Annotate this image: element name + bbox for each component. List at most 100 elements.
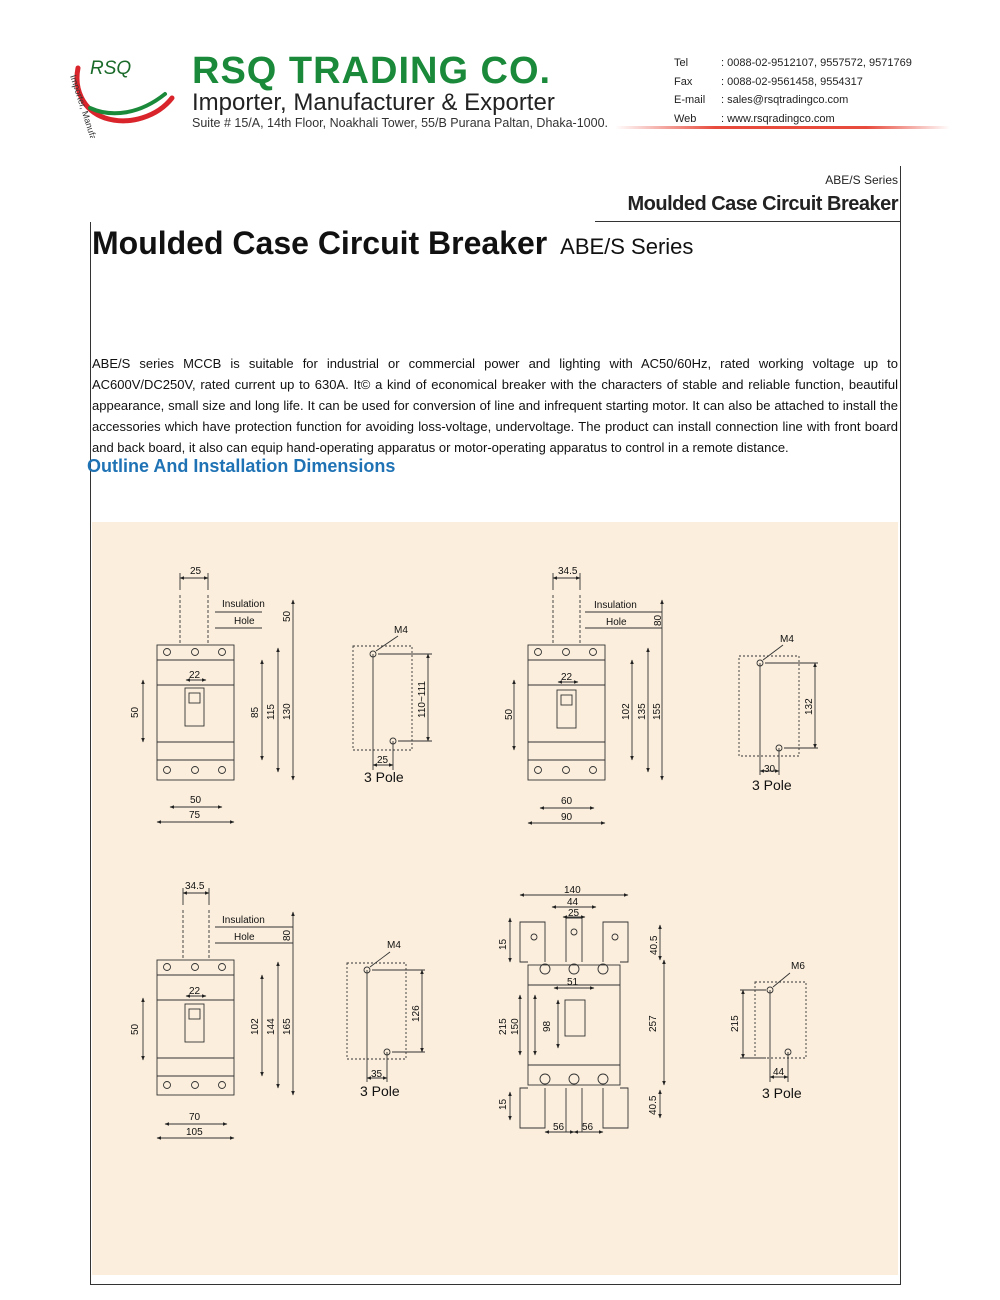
mounting-outline-1 <box>352 635 432 770</box>
contact-tel: Tel : 0088-02-9512107, 9557572, 9571769 <box>674 54 912 73</box>
company-address: Suite # 15/A, 14th Floor, Noakhali Tower… <box>192 116 609 130</box>
hole-label: Hole <box>234 932 255 943</box>
screw-label: M6 <box>791 961 805 972</box>
screw-label: M4 <box>394 625 408 636</box>
hole-label: Hole <box>606 617 627 628</box>
dim-label: 22 <box>189 986 201 997</box>
dim-label: 126 <box>411 1005 422 1022</box>
dim-label: 34.5 <box>185 881 205 892</box>
insulation-label: Insulation <box>222 915 265 926</box>
dim-label: 80 <box>653 614 664 626</box>
dim-label: 60 <box>561 796 573 807</box>
dim-label: 50 <box>130 1023 141 1035</box>
screw-label: M4 <box>387 940 401 951</box>
dim-label: 25 <box>190 566 202 577</box>
insulation-label: Insulation <box>594 600 637 611</box>
dim-label: 35 <box>371 1069 383 1080</box>
page-title-main: Moulded Case Circuit Breaker <box>92 225 548 261</box>
dim-label: 90 <box>561 812 573 823</box>
dim-label: 50 <box>504 708 515 720</box>
frame-border-left <box>90 222 91 1285</box>
contact-label: Tel <box>674 57 689 69</box>
hole-label: Hole <box>234 616 255 627</box>
contact-label: Web <box>674 112 697 125</box>
dim-label: 144 <box>266 1018 277 1035</box>
dim-label: 102 <box>621 703 632 720</box>
dim-label: 140 <box>564 885 581 896</box>
dim-label: 215 <box>498 1018 509 1035</box>
contact-value[interactable]: : www.rsqradingco.com <box>721 112 835 125</box>
dim-label: 50 <box>130 706 141 718</box>
company-tagline: Importer, Manufacturer & Exporter <box>192 89 555 116</box>
contact-value: : 0088-02-9512107, 9557572, 9571769 <box>721 57 912 69</box>
dim-label: 135 <box>637 703 648 720</box>
pole-label: 3 Pole <box>360 1083 400 1099</box>
dim-label: 85 <box>250 706 261 718</box>
breaker-outline-1 <box>141 573 295 824</box>
page-title-series: ABE/S Series <box>560 234 694 259</box>
dim-label: 80 <box>282 929 293 941</box>
contact-email: E-mail : sales@rsqtradingco.com <box>674 91 912 110</box>
dim-label: 215 <box>730 1015 741 1032</box>
contact-value: : 0088-02-9561458, 9554317 <box>721 75 863 88</box>
dim-label: 51 <box>567 977 579 988</box>
dim-label: 155 <box>652 703 663 720</box>
dim-label: 22 <box>189 670 201 681</box>
contact-label: Fax <box>674 75 693 88</box>
series-heading: Moulded Case Circuit Breaker <box>627 193 898 215</box>
pole-label: 3 Pole <box>364 769 404 785</box>
dim-label: 15 <box>498 1098 509 1110</box>
series-label: ABE/S Series <box>825 173 898 187</box>
dim-label: 34.5 <box>558 566 578 577</box>
dim-label: 44 <box>567 897 579 908</box>
dim-label: 44 <box>773 1067 785 1078</box>
page-title: Moulded Case Circuit Breaker ABE/S Serie… <box>92 225 693 262</box>
dim-label: 25 <box>377 755 389 766</box>
dim-label: 56 <box>553 1122 565 1133</box>
insulation-label: Insulation <box>222 599 265 610</box>
screw-label: M4 <box>780 634 794 645</box>
breaker-outline-4 <box>508 893 666 1134</box>
dim-label: 102 <box>250 1018 261 1035</box>
breaker-outline-2 <box>512 573 664 825</box>
contact-block: Tel : 0088-02-9512107, 9557572, 9571769 F… <box>674 54 912 128</box>
drawings-panel <box>92 522 898 1275</box>
dim-label: 115 <box>266 704 277 720</box>
dim-label: 75 <box>189 810 201 821</box>
contact-value[interactable]: : sales@rsqtradingco.com <box>721 94 849 106</box>
dim-label: 30 <box>764 764 776 775</box>
dim-label: 150 <box>510 1018 521 1035</box>
section-heading: Outline And Installation Dimensions <box>87 456 396 476</box>
product-description: ABE/S series MCCB is suitable for indust… <box>92 356 898 455</box>
dim-label: 50 <box>190 795 202 806</box>
frame-heading-rule <box>595 221 901 222</box>
dim-label: 110~111 <box>417 681 428 718</box>
breaker-outline-3 <box>141 888 295 1140</box>
dim-label: 22 <box>561 672 573 683</box>
dim-label: 40.5 <box>649 935 660 955</box>
dim-label: 257 <box>648 1015 659 1032</box>
dim-label: 130 <box>282 703 293 720</box>
frame-border-bottom <box>90 1284 901 1285</box>
company-name: RSQ TRADING CO. <box>192 50 552 92</box>
dim-label: 165 <box>282 1018 293 1035</box>
dim-label: 105 <box>186 1127 203 1138</box>
mounting-outline-4 <box>740 972 807 1082</box>
header-accent-line <box>615 126 950 129</box>
dim-label: 70 <box>189 1112 201 1123</box>
pole-label: 3 Pole <box>752 777 792 793</box>
company-logo: RSQ Importer, Manufacturer & Exporter <box>68 58 175 138</box>
frame-border-right <box>900 166 901 1285</box>
dim-label: 40.5 <box>648 1095 659 1115</box>
dim-label: 98 <box>542 1020 553 1032</box>
contact-label: E-mail <box>674 94 706 106</box>
dim-label: 15 <box>498 938 509 950</box>
contact-fax: Fax : 0088-02-9561458, 9554317 <box>674 73 912 92</box>
dim-label: 50 <box>282 610 293 622</box>
dim-label: 56 <box>582 1122 594 1133</box>
mounting-outline-3 <box>346 951 425 1082</box>
dim-label: 132 <box>804 698 815 715</box>
pole-label: 3 Pole <box>762 1085 802 1101</box>
logo-monogram: RSQ <box>90 58 131 79</box>
